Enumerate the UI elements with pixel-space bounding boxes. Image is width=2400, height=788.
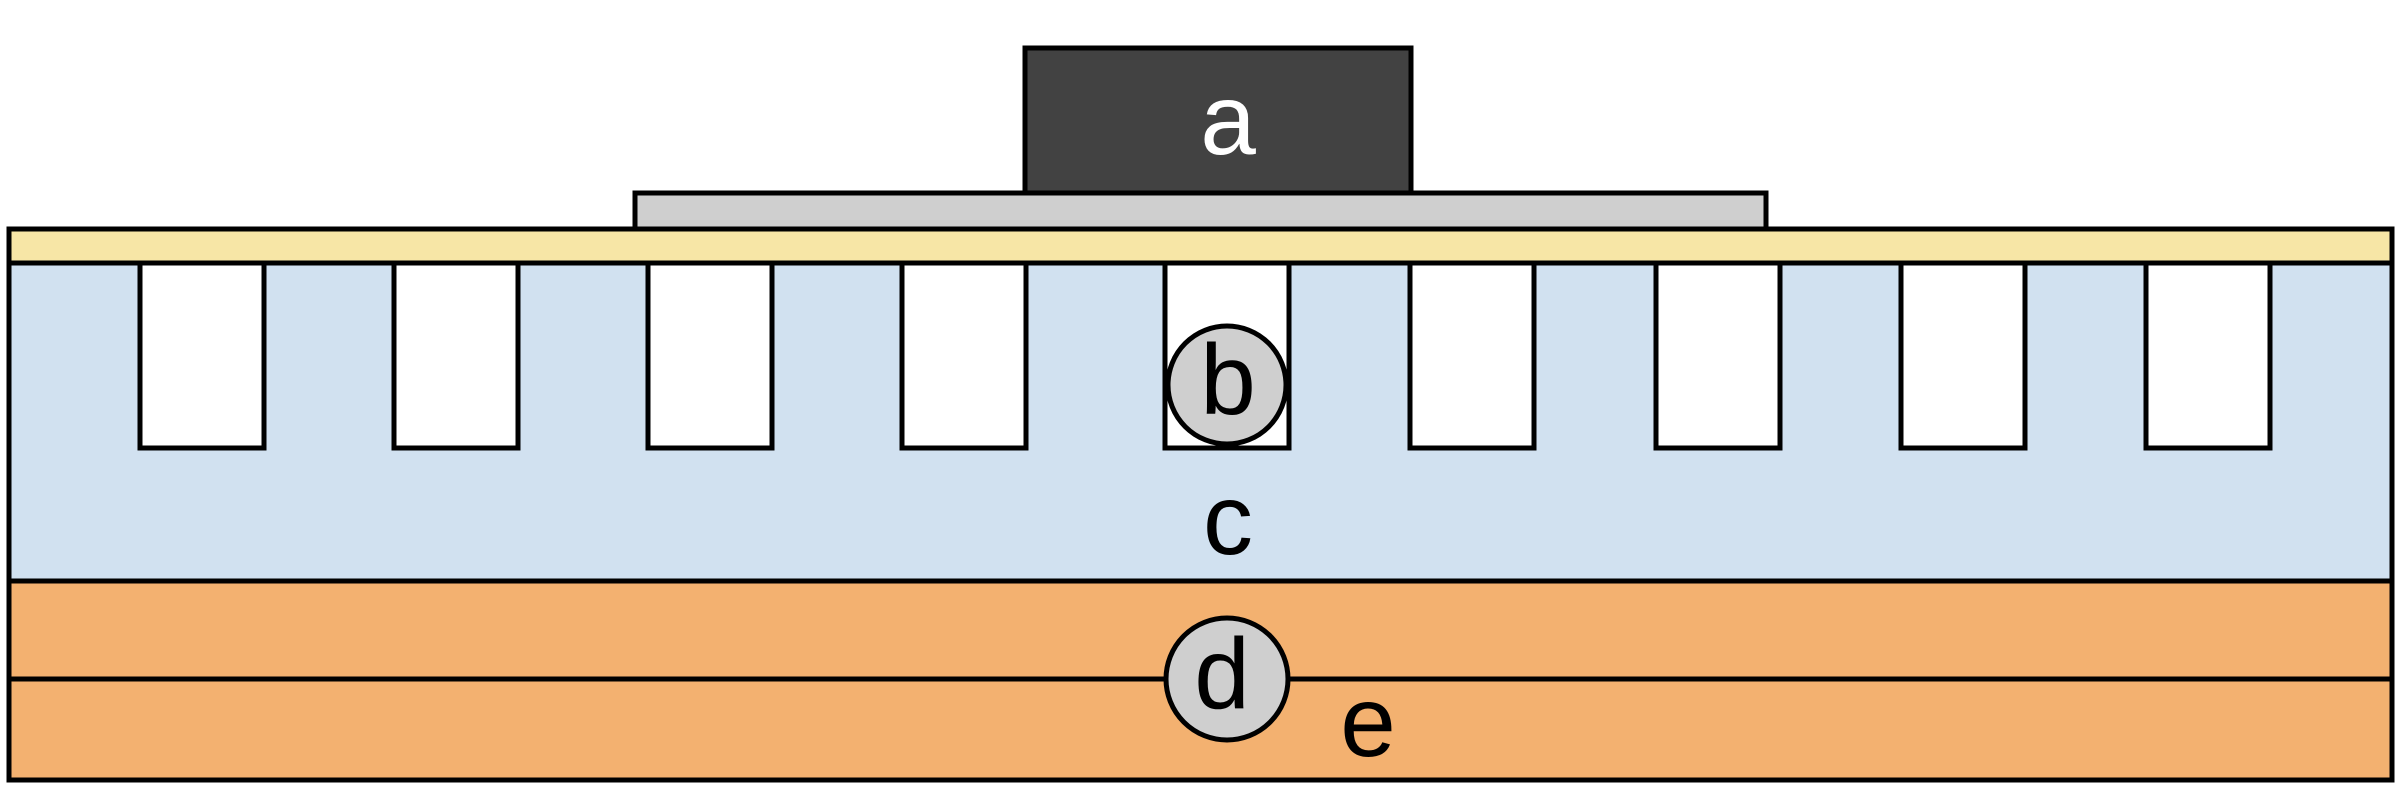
top-strip bbox=[6, 226, 2395, 266]
block-a bbox=[1022, 45, 1414, 196]
slot-9 bbox=[2143, 260, 2273, 451]
slot-2 bbox=[391, 260, 521, 451]
slot-4 bbox=[899, 260, 1029, 451]
label-c: c bbox=[1203, 464, 1253, 576]
slot-row bbox=[137, 260, 2273, 451]
slot-7 bbox=[1653, 260, 1783, 451]
circle-d bbox=[1163, 615, 1291, 743]
label-e: e bbox=[1340, 666, 1396, 778]
label-b: b bbox=[1200, 324, 1256, 436]
slot-3 bbox=[645, 260, 775, 451]
label-d: d bbox=[1194, 618, 1250, 730]
slot-6 bbox=[1407, 260, 1537, 451]
label-a: a bbox=[1200, 64, 1256, 176]
circle-b bbox=[1165, 323, 1289, 447]
plate bbox=[632, 190, 1769, 232]
slot-1 bbox=[137, 260, 267, 451]
slot-8 bbox=[1898, 260, 2028, 451]
